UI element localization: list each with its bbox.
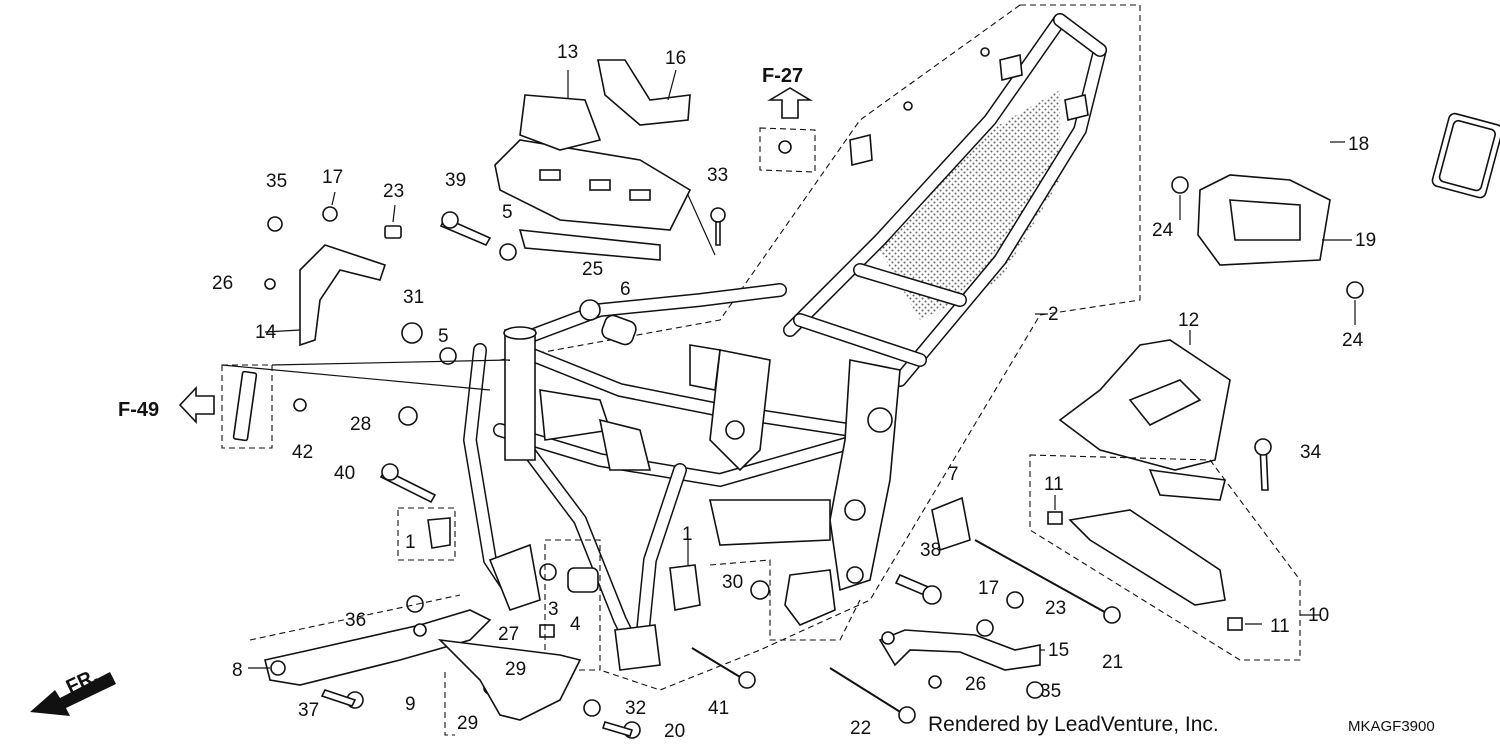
callout-34: 34: [1300, 442, 1322, 463]
reference-label-top: F-27: [762, 65, 803, 87]
rear-plate: [1047, 509, 1243, 631]
seat-bracket: [494, 59, 692, 261]
callout-18: 18: [1348, 134, 1369, 155]
reference-arrow-top: [759, 87, 816, 173]
reference-label-left: F-49: [118, 399, 159, 421]
callout-8: 8: [232, 660, 243, 681]
callout-7: 7: [948, 464, 959, 485]
callout-29: 29: [505, 659, 526, 680]
footer-code: MKAGF3900: [1348, 718, 1435, 735]
callout-37: 37: [298, 700, 319, 721]
callout-31: 31: [403, 287, 424, 308]
side-bracket-left: [264, 206, 402, 347]
callout-23: 23: [383, 181, 404, 202]
direction-arrow-icon: [30, 672, 116, 716]
callout-14: 14: [255, 322, 277, 343]
rear-bracket: [1058, 339, 1231, 501]
callout-1: 1: [405, 532, 416, 553]
footpeg-bracket: [264, 609, 582, 721]
callout-38: 38: [920, 540, 941, 561]
callout-41: 41: [708, 698, 729, 719]
callout-39: 39: [445, 170, 466, 191]
footer-credit: Rendered by LeadVenture, Inc.: [928, 713, 1219, 736]
callout-26: 26: [965, 674, 986, 695]
callout-2: 2: [1048, 304, 1059, 325]
callout-28: 28: [350, 414, 371, 435]
callout-33: 33: [707, 165, 728, 186]
callout-24: 24: [1152, 220, 1174, 241]
callout-12: 12: [1178, 310, 1199, 331]
side-bracket-right: [878, 629, 1041, 671]
callout-17: 17: [322, 167, 343, 188]
reference-arrow-left: [178, 385, 215, 425]
callout-35: 35: [266, 171, 287, 192]
callout-20: 20: [664, 721, 685, 742]
callout-5: 5: [502, 202, 513, 223]
callout-5: 5: [438, 326, 449, 347]
callout-1: 1: [682, 524, 693, 545]
callout-6: 6: [620, 279, 631, 300]
callout-4: 4: [570, 614, 581, 635]
callout-10: 10: [1308, 605, 1329, 626]
callout-40: 40: [334, 463, 355, 484]
callout-9: 9: [405, 694, 416, 715]
callout-15: 15: [1048, 640, 1069, 661]
callout-13: 13: [557, 42, 578, 63]
callout-26: 26: [212, 273, 233, 294]
callout-19: 19: [1355, 230, 1376, 251]
callout-29: 29: [457, 713, 478, 734]
callout-35: 35: [1040, 681, 1061, 702]
callout-11: 11: [1044, 474, 1064, 495]
callout-24: 24: [1342, 330, 1364, 351]
callout-16: 16: [665, 48, 686, 69]
main-frame: [462, 4, 1141, 691]
callout-36: 36: [345, 610, 366, 631]
battery-box: [1171, 112, 1500, 299]
callout-11: 11: [1270, 616, 1290, 637]
callout-30: 30: [722, 572, 743, 593]
callout-32: 32: [625, 698, 646, 719]
callout-23: 23: [1045, 598, 1066, 619]
callout-17: 17: [978, 578, 999, 599]
callout-3: 3: [548, 599, 559, 620]
callout-25: 25: [582, 259, 603, 280]
callout-27: 27: [498, 624, 519, 645]
callout-22: 22: [850, 718, 871, 739]
callout-42: 42: [292, 442, 313, 463]
callout-21: 21: [1102, 652, 1123, 673]
